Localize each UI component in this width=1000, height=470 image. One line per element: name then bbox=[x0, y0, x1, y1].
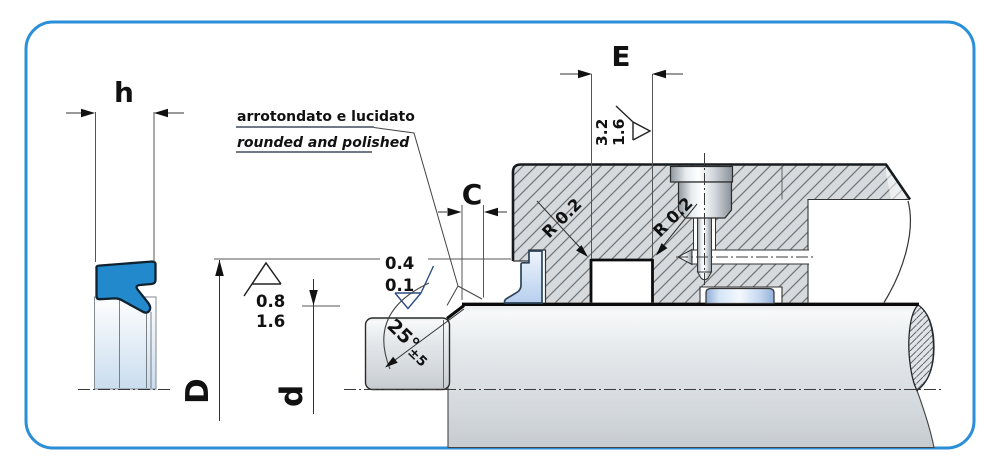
dim-E: E 3.2 1.6 bbox=[560, 40, 683, 259]
surface-finish-rod-value2: 0.1 bbox=[385, 276, 414, 295]
radius-left-arrow bbox=[576, 245, 588, 257]
dim-d-label: d bbox=[274, 385, 310, 407]
seal-groove-outline bbox=[589, 258, 654, 303]
surface-finish-bore-value2: 1.6 bbox=[256, 312, 285, 331]
rod-chamfer-edge bbox=[446, 304, 465, 320]
chamfer-angle-arc bbox=[383, 282, 430, 370]
dim-h: h bbox=[66, 76, 184, 262]
surface-finish-bore-symbol bbox=[243, 261, 282, 297]
housing-bore-step bbox=[807, 198, 910, 303]
dim-h-label: h bbox=[114, 76, 134, 109]
housing-break-line bbox=[883, 200, 911, 303]
lube-screw-assembly bbox=[669, 153, 813, 288]
dim-D-label: D bbox=[180, 378, 216, 404]
rod-body bbox=[447, 304, 935, 449]
dim-C-arrow-left bbox=[447, 207, 462, 217]
dim-d: d bbox=[274, 279, 340, 414]
dim-E-label: E bbox=[611, 40, 630, 73]
surface-finish-bore-value1: 0.8 bbox=[256, 292, 285, 311]
surface-finish-groove-symbol bbox=[615, 105, 652, 141]
chamfer-angle-arrow bbox=[385, 356, 398, 368]
dim-C: C bbox=[438, 178, 507, 300]
surface-finish-groove: 3.2 1.6 bbox=[593, 105, 652, 146]
dim-h-arrow-right bbox=[154, 108, 168, 118]
radius-right-leader bbox=[658, 203, 698, 252]
dim-E-arrow-left bbox=[578, 69, 592, 79]
housing-outer-outline bbox=[511, 163, 912, 261]
dim-D: D 0.8 1.6 bbox=[180, 258, 511, 421]
wiper-recess-outline bbox=[513, 249, 547, 303]
rod-assembly bbox=[364, 302, 935, 449]
surface-finish-rod: 0.4 0.1 bbox=[385, 254, 435, 310]
polish-note-italian: arrotondato e lucidato bbox=[237, 109, 415, 125]
seal-profile-view: h bbox=[66, 76, 184, 390]
screw-head-flange bbox=[669, 165, 734, 183]
dim-C-arrow-right bbox=[484, 207, 498, 217]
surface-finish-rod-value1: 0.4 bbox=[385, 254, 414, 273]
seal-profile-body bbox=[95, 260, 157, 314]
polish-note: arrotondato e lucidato rounded and polis… bbox=[236, 109, 483, 306]
dim-h-arrow-left bbox=[81, 108, 95, 118]
dim-D-arrow bbox=[215, 260, 224, 276]
radius-left-leader bbox=[536, 200, 586, 254]
surface-finish-groove-value1: 3.2 bbox=[593, 119, 611, 146]
polish-note-english: rounded and polished bbox=[237, 135, 410, 151]
rod-break-section bbox=[908, 304, 935, 392]
dim-E-arrow-right bbox=[652, 69, 666, 79]
dim-C-label: C bbox=[462, 178, 483, 211]
wiper-seal-installed bbox=[503, 250, 543, 304]
guide-band-groove-outline bbox=[699, 286, 783, 303]
surface-finish-groove-value2: 1.6 bbox=[610, 119, 628, 146]
surface-finish-bore bbox=[243, 261, 282, 297]
chamfer-angle-line bbox=[386, 308, 465, 367]
radius-right-arrow bbox=[656, 243, 668, 256]
dim-d-arrow bbox=[309, 290, 318, 306]
surface-finish-rod-symbol bbox=[394, 265, 435, 310]
guide-band bbox=[705, 287, 775, 305]
